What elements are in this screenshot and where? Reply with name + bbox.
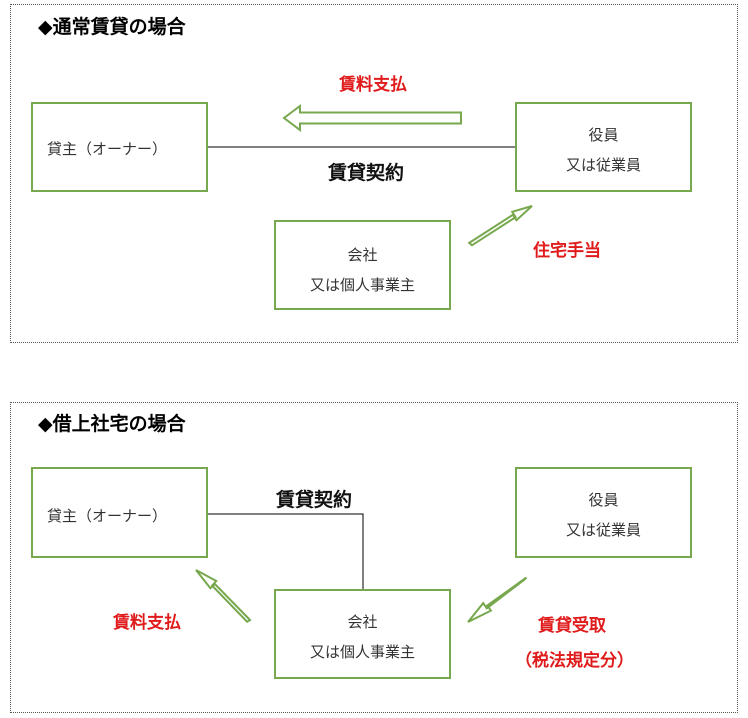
leased-company-line1: 会社 (347, 613, 378, 631)
leased-lease-contract-label: 賃貸契約 (276, 489, 353, 511)
leased-housing-heading: ◆借上社宅の場合 (38, 413, 186, 435)
leased-owner-label: 貸主（オーナー） (47, 507, 168, 525)
normal-owner-label: 貸主（オーナー） (47, 140, 168, 158)
leased-employee-line1: 役員 (588, 491, 619, 509)
normal-company-line2: 又は個人事業主 (309, 276, 415, 294)
normal-company-box: 会社 又は個人事業主 (274, 220, 451, 310)
normal-housing-allowance-label: 住宅手当 (533, 241, 601, 261)
normal-lease-section (10, 4, 738, 343)
leased-owner-box: 貸主（オーナー） (31, 467, 208, 558)
normal-employee-line2: 又は従業員 (565, 156, 641, 174)
leased-employee-line2: 又は従業員 (565, 521, 641, 539)
leased-rent-payment-label: 賃料支払 (113, 613, 181, 633)
leased-rent-received-line2: （税法規定分） (515, 651, 634, 671)
leased-housing-section (10, 402, 738, 713)
normal-owner-box: 貸主（オーナー） (31, 102, 208, 192)
normal-employee-line1: 役員 (588, 126, 619, 144)
normal-lease-heading: ◆通常賃貸の場合 (38, 16, 186, 38)
leased-employee-box: 役員 又は従業員 (515, 467, 692, 558)
leased-company-box: 会社 又は個人事業主 (274, 589, 451, 679)
normal-employee-box: 役員 又は従業員 (515, 102, 692, 192)
normal-rent-payment-label: 賃料支払 (339, 75, 407, 95)
leased-company-line2: 又は個人事業主 (309, 643, 415, 661)
normal-lease-contract-label: 賃貸契約 (328, 162, 405, 184)
normal-company-line1: 会社 (347, 246, 378, 264)
leased-rent-received-line1: 賃貸受取 (538, 616, 606, 636)
